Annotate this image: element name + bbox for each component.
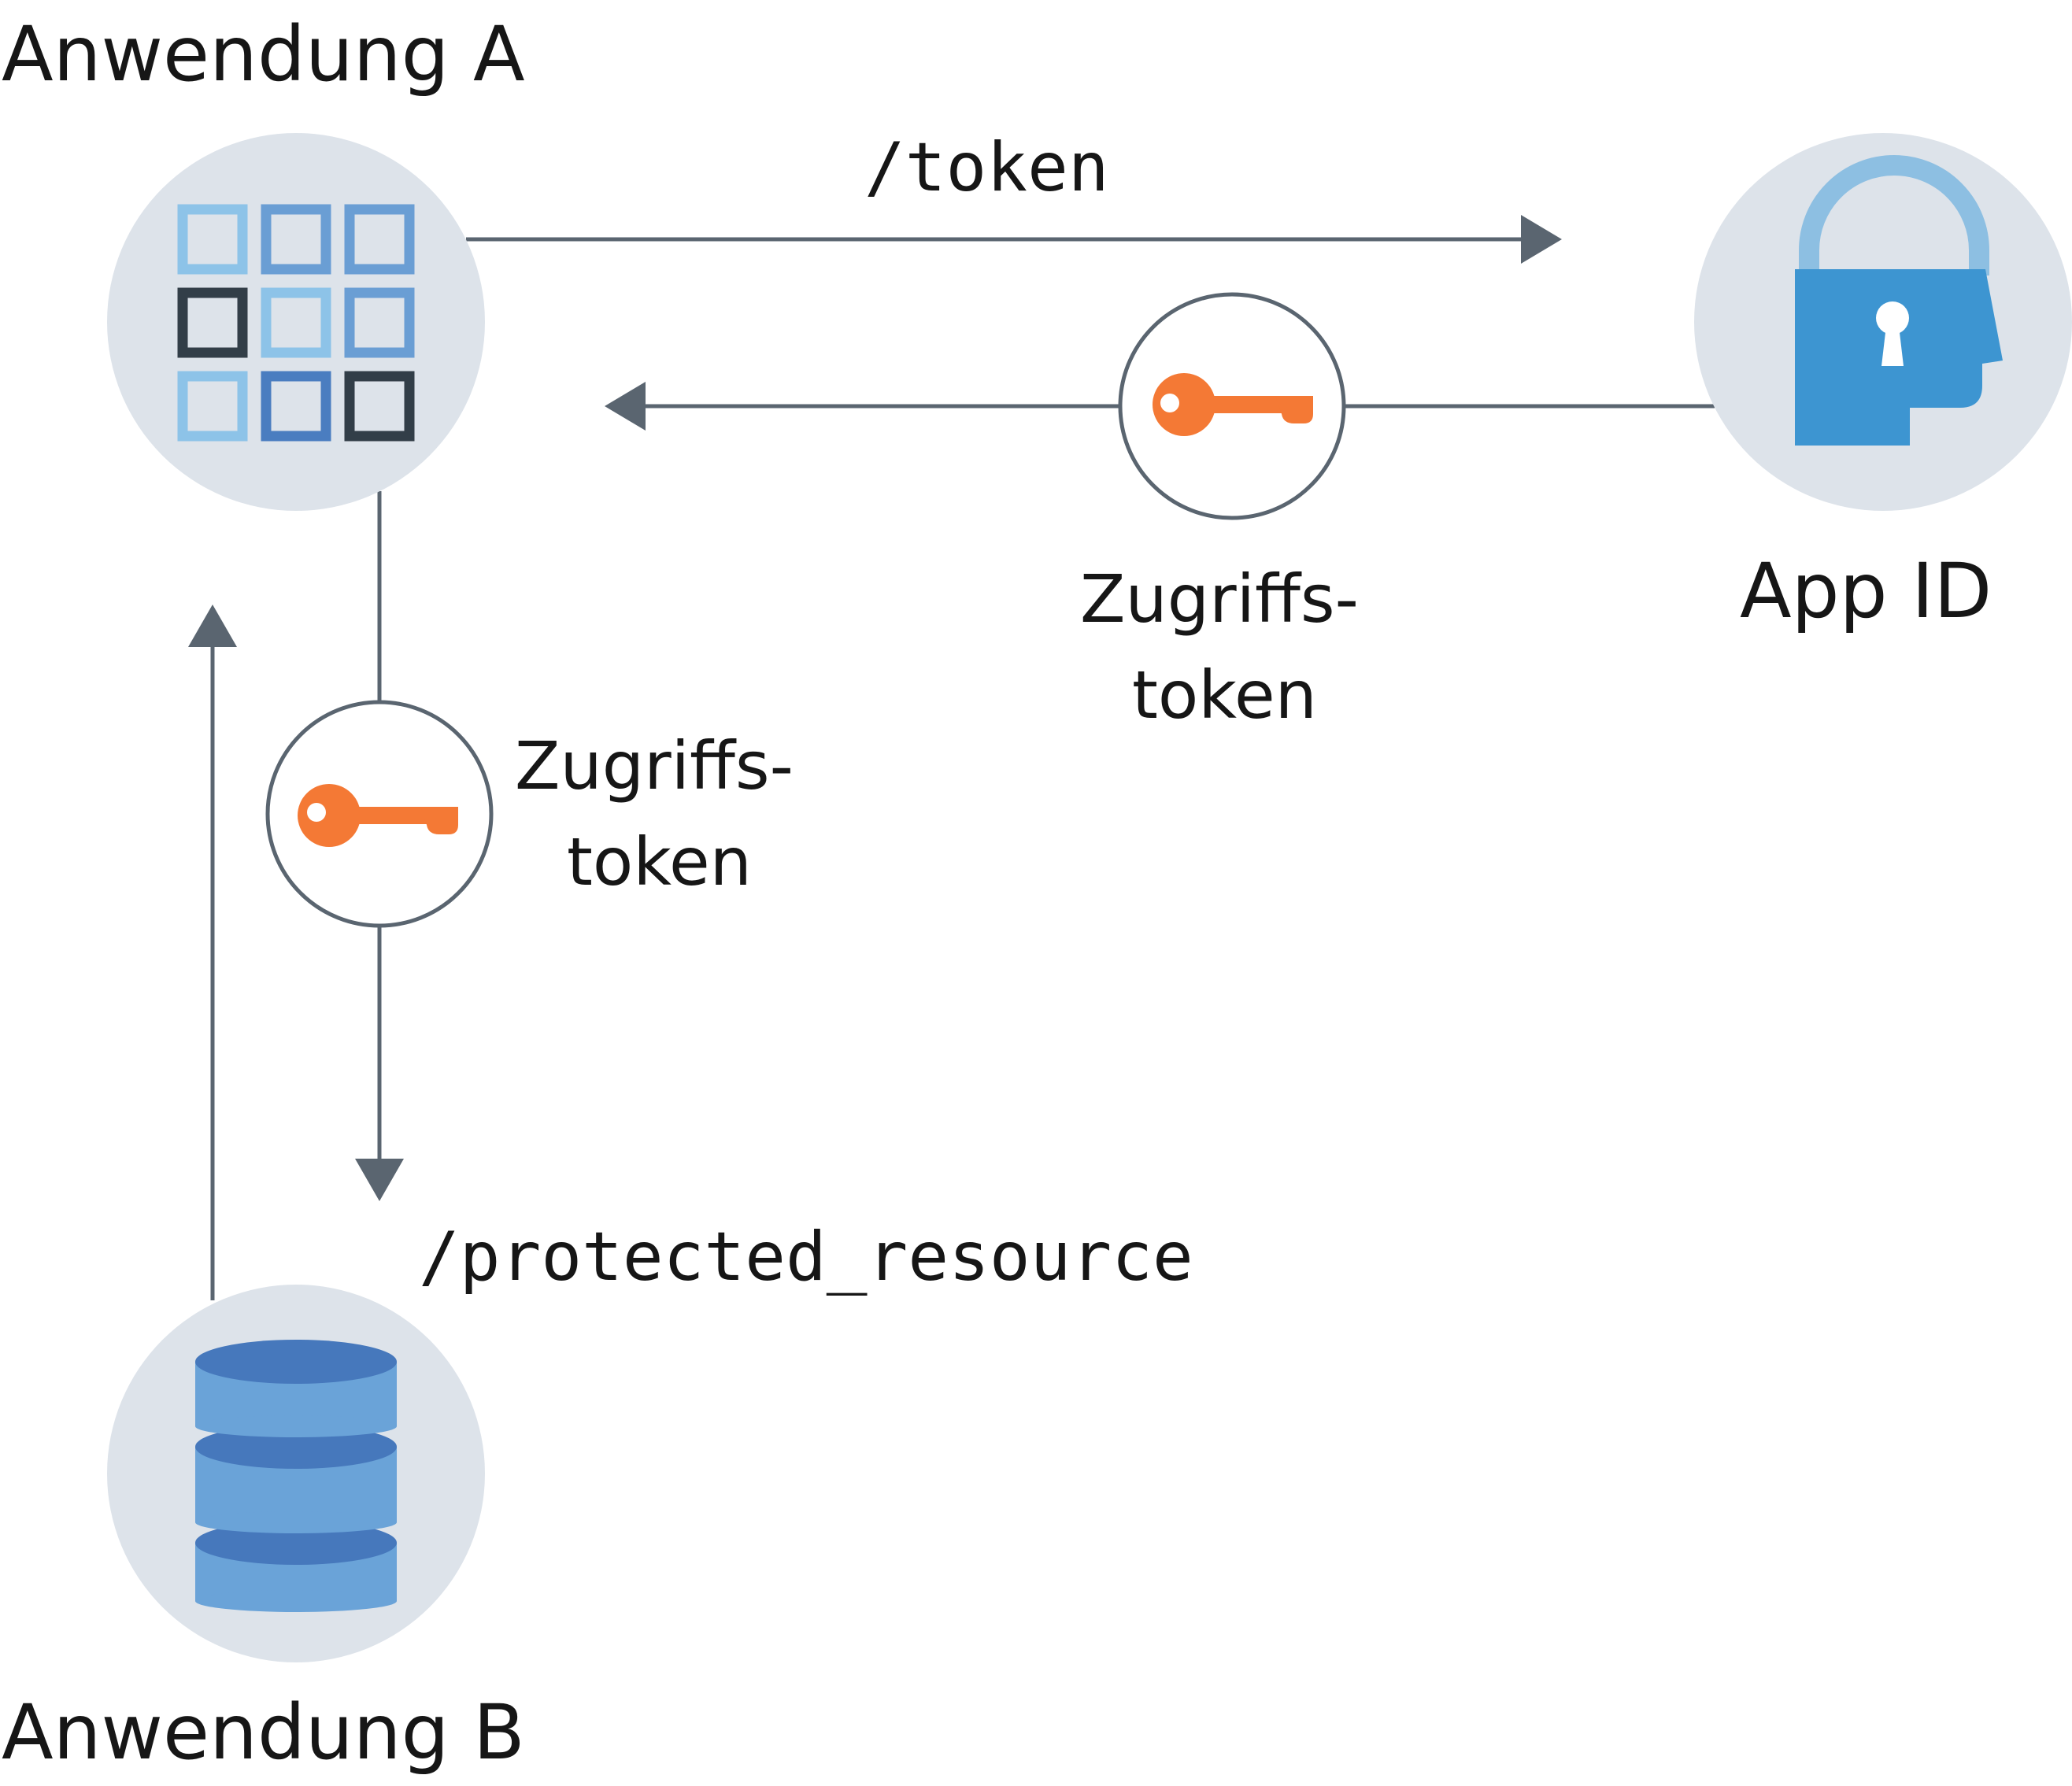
node-app-b-label: Anwendung B (2, 1688, 525, 1777)
token-response-label-line1: Zugriffs- (1080, 560, 1359, 638)
database-icon (195, 1340, 397, 1612)
node-app-a: Anwendung A (2, 10, 525, 511)
grid-app-icon (177, 204, 415, 442)
key-icon (298, 784, 458, 847)
resource-request-token-label-line2: token (567, 823, 752, 900)
lock-head-icon (1795, 155, 2003, 446)
node-app-id-label: App ID (1740, 547, 1992, 635)
node-app-b: Anwendung B (2, 1285, 525, 1777)
resource-request-arrowhead (355, 1159, 404, 1201)
token-request-arrowhead (1521, 215, 1562, 264)
key-icon (1153, 373, 1313, 436)
token-response-arrowhead (605, 382, 646, 431)
node-app-a-background (107, 133, 485, 511)
resource-request-label: /protected_resource (419, 1218, 1193, 1296)
token-request-label: /token (864, 128, 1109, 207)
node-app-a-label: Anwendung A (2, 10, 525, 98)
token-response-label-line2: token (1132, 656, 1317, 734)
resource-response-arrowhead (188, 605, 237, 647)
resource-request-token-label-line1: Zugriffs- (515, 727, 794, 804)
resource-request-token-badge (265, 700, 494, 928)
node-app-id: App ID (1694, 133, 2072, 635)
token-response-badge (1118, 292, 1346, 520)
